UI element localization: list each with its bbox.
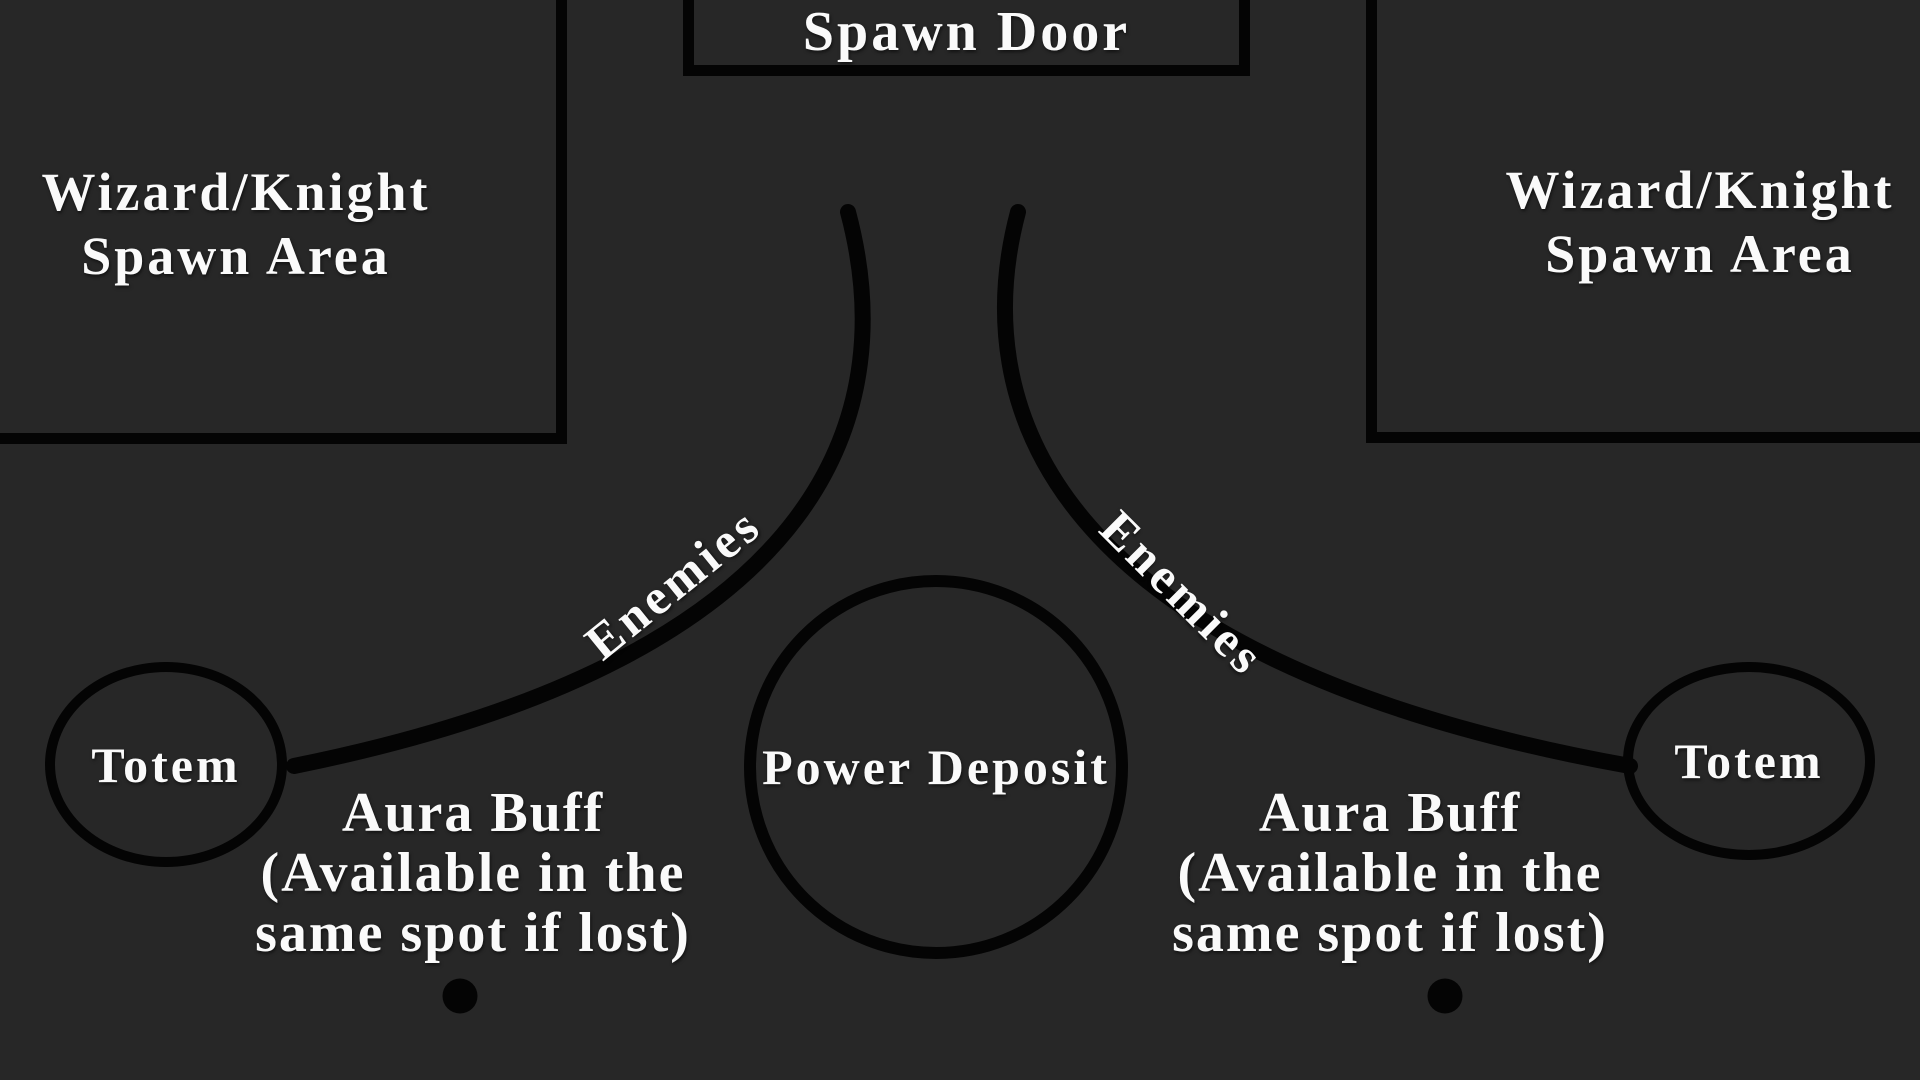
totem-right-circle: Totem [1623,662,1875,860]
enemies-path-left-curve [286,204,871,774]
aura-buff-right-label: Aura Buff (Available in the same spot if… [1172,783,1608,963]
spawn-area-right-line1: Wizard/Knight [1505,160,1895,220]
wizard-knight-spawn-area-left-box [0,0,567,444]
totem-left-label: Totem [91,736,241,793]
spawn-area-right-line2: Spawn Area [1545,224,1855,284]
totem-right-label: Totem [1674,733,1824,789]
power-deposit-label: Power Deposit [762,735,1110,800]
power-deposit-line2: Deposit [927,738,1110,795]
wizard-knight-spawn-area-right-box [1366,0,1920,443]
spawn-door-text: Spawn Door [802,1,1131,63]
aura-buff-left-label: Aura Buff (Available in the same spot if… [255,783,691,963]
enemies-path-right-curve [997,204,1638,774]
spawn-door-label: Spawn Door [683,0,1250,64]
aura-buff-spot-dot-right [1427,978,1463,1014]
aura-buff-left-line2: (Available in the [260,842,686,904]
aura-buff-right-line2: (Available in the [1177,842,1603,904]
power-deposit-circle: Power Deposit [744,575,1128,959]
spawn-area-left-line2: Spawn Area [81,226,391,286]
aura-buff-right-line3: same spot if lost) [1172,902,1608,964]
aura-buff-left-line1: Aura Buff [341,782,605,844]
aura-buff-right-line1: Aura Buff [1258,782,1522,844]
spawn-area-left-line1: Wizard/Knight [41,162,431,222]
spawn-door-box [683,0,1250,76]
aura-buff-spot-dot-left [442,978,478,1014]
aura-buff-left-line3: same spot if lost) [255,902,691,964]
spawn-area-right-label: Wizard/Knight Spawn Area [1412,158,1920,286]
power-deposit-line1: Power [762,738,913,795]
spawn-area-left-label: Wizard/Knight Spawn Area [0,160,472,288]
totem-left-circle: Totem [45,662,287,867]
